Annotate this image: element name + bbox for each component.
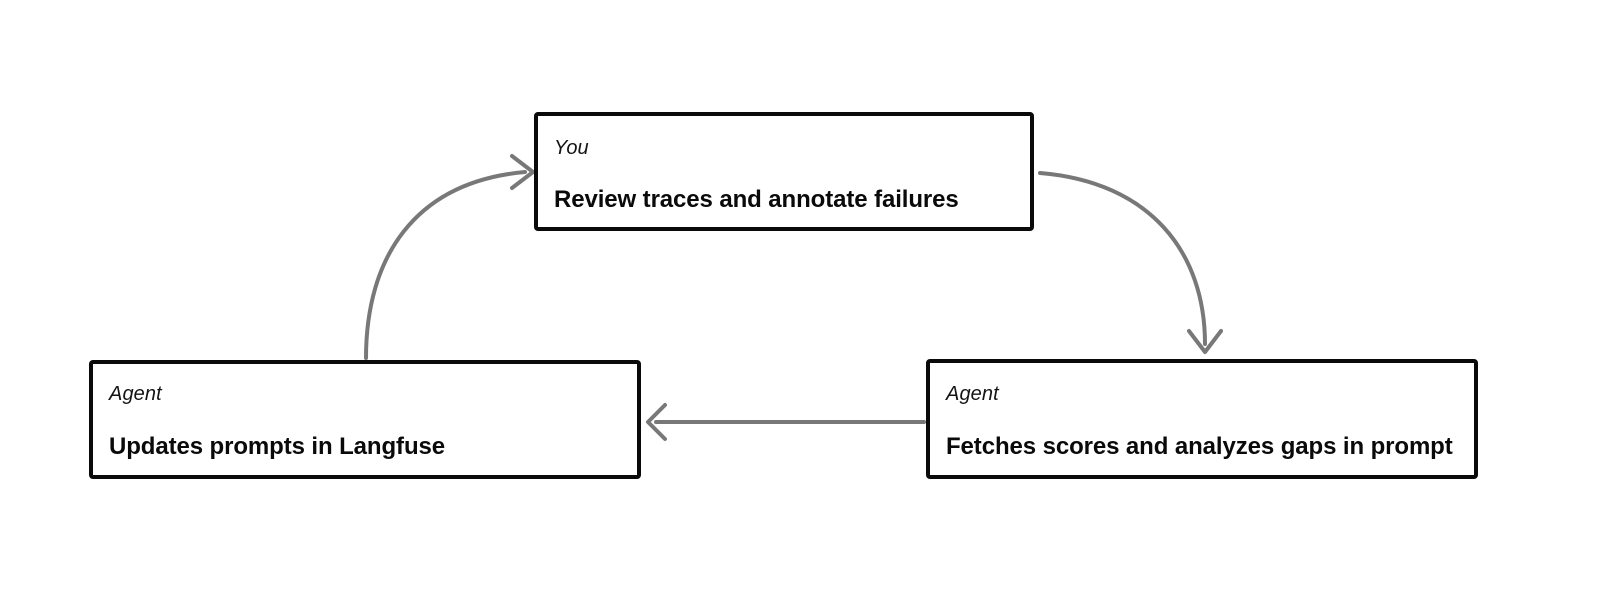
edge-fetches-to-updates — [646, 403, 926, 441]
edge-updates-to-you-line — [364, 170, 527, 360]
node-you-role: You — [554, 137, 589, 159]
node-agent-fetches-title: Fetches scores and analyzes gaps in prom… — [946, 433, 1453, 460]
node-agent-updates-role: Agent — [109, 383, 162, 405]
node-agent-fetches-role: Agent — [946, 383, 999, 405]
node-agent-fetches[interactable]: Agent Fetches scores and analyzes gaps i… — [926, 359, 1478, 479]
node-you[interactable]: You Review traces and annotate failures — [534, 112, 1034, 231]
edge-you-to-fetches-line — [1038, 171, 1207, 346]
node-agent-updates-title: Updates prompts in Langfuse — [109, 433, 445, 460]
edge-fetches-to-updates-arrowhead — [646, 403, 667, 441]
node-you-title: Review traces and annotate failures — [554, 186, 959, 213]
node-agent-updates[interactable]: Agent Updates prompts in Langfuse — [89, 360, 641, 479]
edge-you-to-fetches-arrowhead — [1187, 329, 1223, 354]
edge-you-to-fetches — [1038, 171, 1223, 354]
edge-updates-to-you-arrowhead — [510, 154, 535, 190]
edge-updates-to-you — [364, 154, 535, 360]
